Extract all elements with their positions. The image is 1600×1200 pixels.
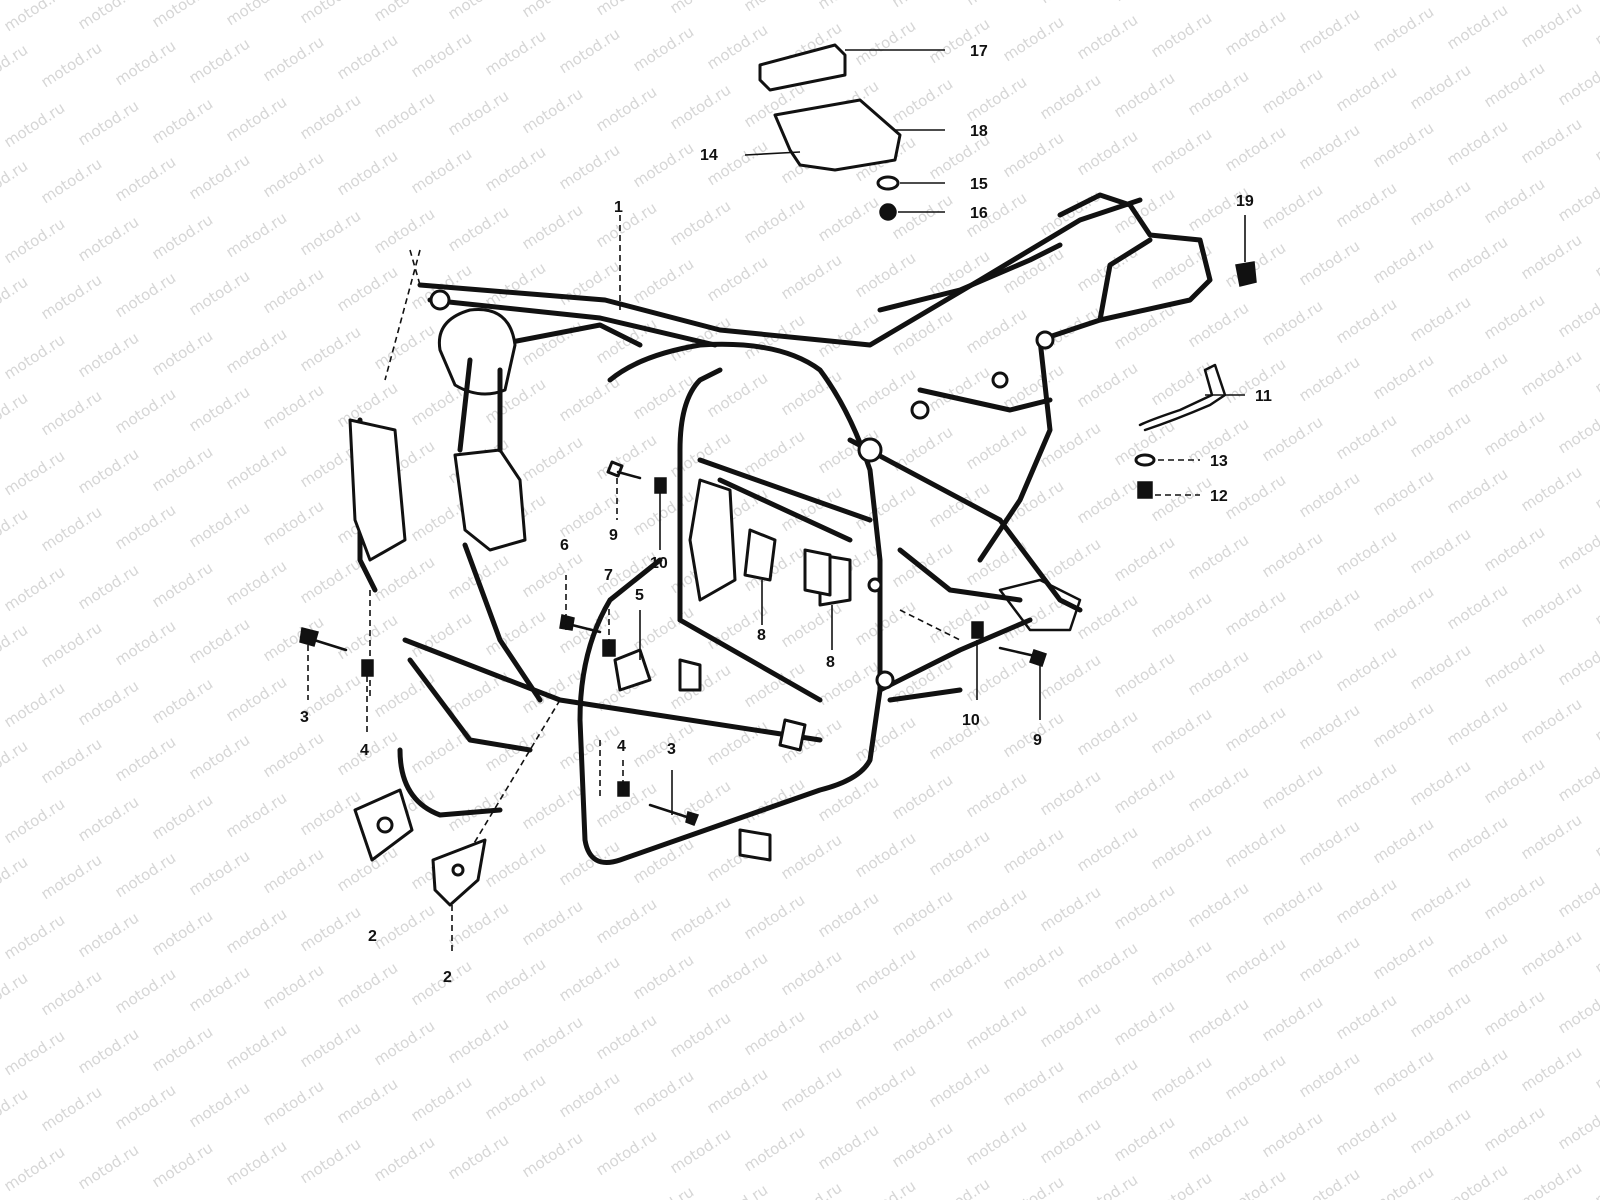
callout-11: 11: [1255, 388, 1272, 405]
motorcycle-frame: [348, 192, 1213, 865]
callout-2-right: 2: [443, 969, 452, 986]
engine-mount-plate-2b: [431, 838, 487, 907]
callout-9-right: 9: [1033, 732, 1042, 749]
callout-19: 19: [1236, 193, 1254, 210]
bolt-3-left: [299, 627, 348, 652]
battery-box-cover: [773, 98, 902, 172]
nut-10-right: [971, 621, 984, 639]
bolt-6: [559, 614, 602, 634]
callout-2-left: 2: [368, 928, 377, 945]
callout-17: 17: [970, 43, 988, 60]
callout-13: 13: [1210, 453, 1228, 470]
callout-16: 16: [970, 205, 988, 222]
callout-10-right: 10: [962, 712, 980, 729]
callout-3-left: 3: [300, 709, 309, 726]
callout-14: 14: [700, 147, 718, 164]
nut-4-left: [361, 659, 374, 677]
cap-nut-19: [1235, 261, 1257, 287]
nut-16: [879, 203, 897, 221]
washer-13: [1134, 453, 1156, 467]
engine-mount-plate-2a: [353, 788, 414, 862]
nut-10-left: [654, 477, 667, 494]
callout-3-right: 3: [667, 741, 676, 758]
callout-7: 7: [604, 567, 613, 584]
callout-4-right: 4: [617, 738, 626, 755]
seat-lock-bracket: [758, 43, 847, 92]
washer-15: [876, 175, 900, 191]
callout-15: 15: [970, 176, 988, 193]
callout-8-left: 8: [757, 627, 766, 644]
callout-12: 12: [1210, 488, 1228, 505]
plate-5: [613, 648, 652, 692]
callout-labels: 17 18 14 15 16 19 1 11 13 12 9 10 6 7 5 …: [300, 43, 1272, 986]
hook-11: [1138, 363, 1227, 432]
callout-18: 18: [970, 123, 988, 140]
bolt-9-left: [606, 460, 642, 480]
callout-1: 1: [614, 199, 623, 216]
callout-8-right: 8: [826, 654, 835, 671]
bolt-3-right: [648, 803, 700, 826]
callout-5: 5: [635, 587, 644, 604]
callout-10-left: 10: [650, 555, 668, 572]
callout-4-left: 4: [360, 742, 369, 759]
bolt-9-right: [998, 646, 1047, 667]
callout-6: 6: [560, 537, 569, 554]
callout-9-left: 9: [609, 527, 618, 544]
bolt-12: [1137, 481, 1153, 499]
leader-lines: [307, 49, 1246, 955]
